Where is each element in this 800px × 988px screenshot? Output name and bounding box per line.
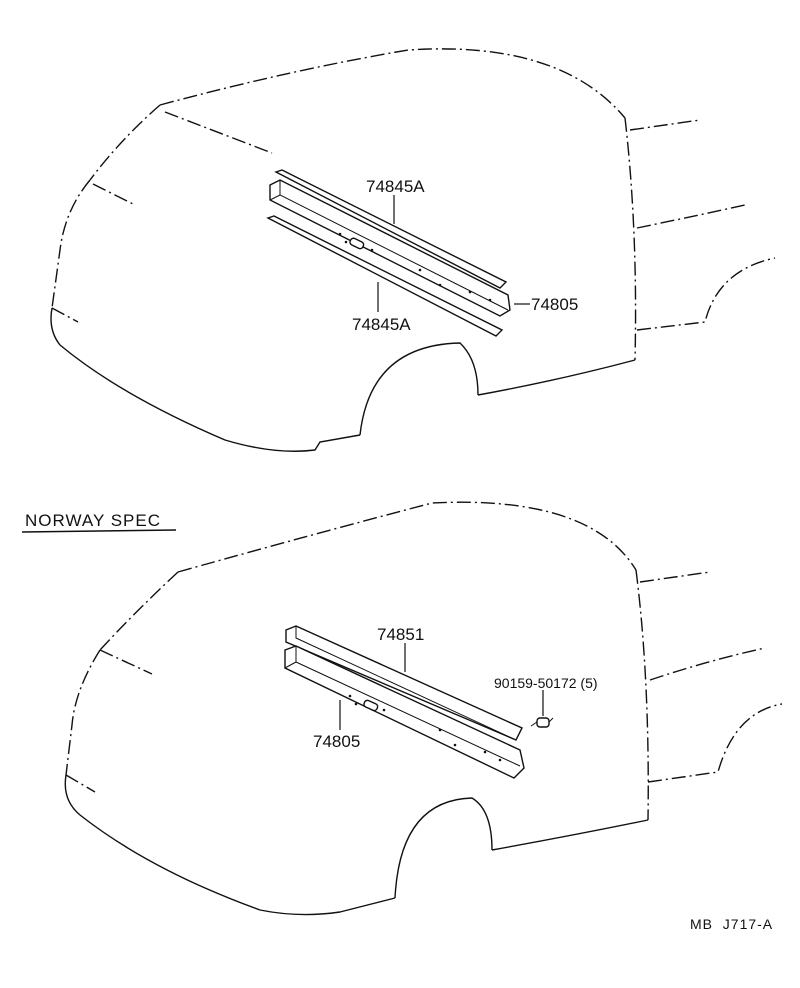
bottom-callout-cover: 74851 <box>377 625 424 644</box>
top-rail <box>269 179 511 317</box>
bottom-front-pillar <box>635 569 649 821</box>
top-roof-crease <box>164 111 273 154</box>
section-title-underline <box>21 529 177 533</box>
top-callout-lower-strip: 74845A <box>352 315 411 334</box>
top-lower-strip <box>266 215 504 337</box>
top-side-line-3 <box>636 257 776 331</box>
drawing-code: MB J717-A <box>690 916 773 932</box>
bottom-vehicle-view: 74851 74805 90159-50172 (5) <box>64 501 783 916</box>
top-front-pillar <box>624 117 637 361</box>
top-rear-pillar <box>89 104 161 181</box>
top-side-line-1 <box>629 119 701 131</box>
bottom-side-line-1 <box>639 571 711 583</box>
bottom-cover <box>285 625 523 741</box>
bottom-side-line-2 <box>649 647 766 681</box>
top-vehicle-view: 74845A 74845A 74805 <box>50 48 776 452</box>
top-upper-strip <box>274 169 508 289</box>
section-title: NORWAY SPEC <box>25 511 161 530</box>
bottom-rear-bumper <box>64 774 396 916</box>
bottom-roof-crease <box>99 649 153 675</box>
bottom-rail <box>284 645 525 779</box>
top-rear-bumper <box>50 307 361 452</box>
top-window-edge <box>92 183 136 206</box>
top-callout-rail: 74805 <box>531 295 578 314</box>
norway-spec-heading: NORWAY SPEC <box>21 511 177 533</box>
bottom-side-line-3 <box>647 703 783 783</box>
top-callout-upper-strip: 74845A <box>366 177 425 196</box>
bottom-lower-sill <box>491 819 649 851</box>
bottom-callout-screw: 90159-50172 (5) <box>494 675 598 691</box>
screw-icon <box>530 717 554 728</box>
bottom-roof-outline <box>177 501 637 573</box>
top-rear-glass <box>51 179 91 309</box>
bottom-bumper-edge <box>65 774 96 793</box>
top-wheel-arch <box>359 342 479 436</box>
bottom-rear-pillar <box>99 571 179 651</box>
bottom-rear-glass <box>65 649 101 776</box>
top-side-line-2 <box>636 204 746 229</box>
top-bumper-edge <box>51 307 79 323</box>
top-lower-sill <box>477 359 636 396</box>
bottom-callout-rail: 74805 <box>313 732 360 751</box>
bottom-wheel-arch <box>394 797 493 899</box>
top-roof-outline <box>159 48 626 119</box>
